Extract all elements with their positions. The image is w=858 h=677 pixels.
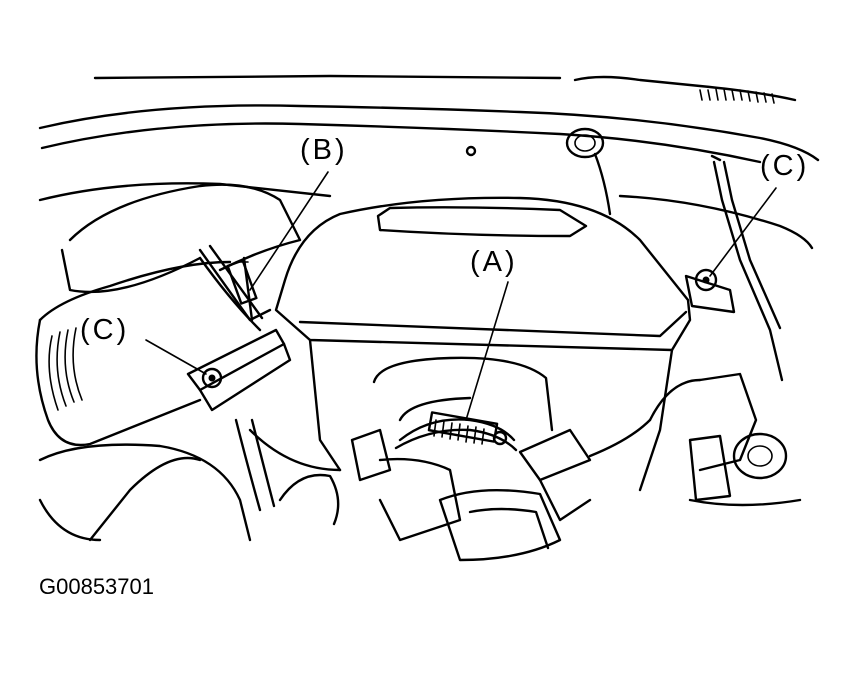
clamp-b <box>226 256 258 322</box>
figure-id: G00853701 <box>39 574 154 599</box>
bracket-right <box>684 268 736 314</box>
bracket-left <box>186 328 292 412</box>
leader-lines <box>145 171 777 421</box>
callout-c-left: (C) <box>80 314 130 346</box>
filler-cap <box>465 127 612 216</box>
leader-c-left <box>145 339 207 375</box>
callout-a: (A) <box>470 246 518 278</box>
clamp-a <box>394 411 518 452</box>
throttle-body <box>278 418 652 562</box>
leader-c-right <box>709 187 777 277</box>
leader-a <box>465 281 509 421</box>
leader-b <box>249 171 329 291</box>
air-cleaner-case <box>274 196 692 492</box>
callout-c-right: (C) <box>760 150 810 182</box>
hood-outline <box>38 74 820 250</box>
intake-duct <box>35 183 302 447</box>
callout-b: (B) <box>300 134 348 166</box>
right-components <box>648 154 802 507</box>
lower-hoses <box>38 418 342 542</box>
